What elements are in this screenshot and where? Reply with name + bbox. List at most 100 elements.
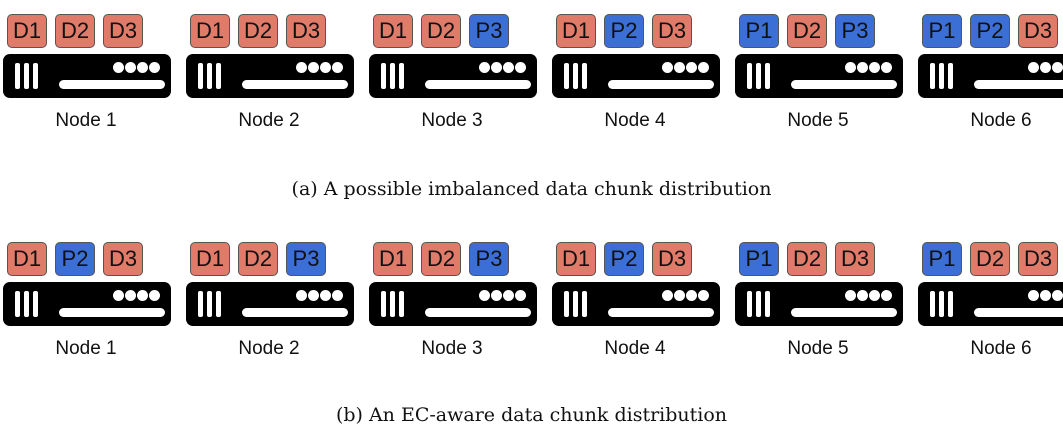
status-light-icon: [491, 62, 502, 73]
status-light-icon: [881, 62, 892, 73]
status-light-icon: [857, 290, 868, 301]
drive-bay: [948, 63, 953, 89]
drive-bay: [399, 291, 404, 317]
drive-slot-icon: [242, 308, 348, 317]
drive-bay: [747, 291, 752, 317]
status-light-icon: [113, 62, 124, 73]
drive-bay: [390, 63, 395, 89]
server-icon: [186, 282, 354, 326]
server-icon: [186, 54, 354, 98]
server-icon: [552, 54, 720, 98]
drive-bay: [573, 291, 578, 317]
drive-bay: [399, 63, 404, 89]
status-light-icon: [686, 290, 697, 301]
server-icon: [552, 282, 720, 326]
node-label: Node 3: [421, 338, 483, 359]
status-light-icon: [845, 290, 856, 301]
parity-chunk: P2: [604, 242, 644, 276]
drive-bay: [207, 63, 212, 89]
parity-chunk: P1: [739, 14, 779, 48]
status-light-icon: [515, 62, 526, 73]
status-light-icon: [308, 62, 319, 73]
drive-bay: [381, 63, 386, 89]
node-label: Node 1: [55, 338, 117, 359]
node-label: Node 6: [970, 338, 1032, 359]
server-icon: [918, 54, 1063, 98]
status-light-icon: [296, 62, 307, 73]
server-icon: [3, 54, 171, 98]
drive-bay: [216, 291, 221, 317]
status-light-icon: [845, 62, 856, 73]
drive-bay: [939, 291, 944, 317]
node-label: Node 5: [787, 338, 849, 359]
status-light-icon: [308, 290, 319, 301]
status-light-icon: [479, 62, 490, 73]
drive-bay: [582, 291, 587, 317]
status-light-icon: [503, 290, 514, 301]
status-light-icon: [857, 62, 868, 73]
status-light-icon: [137, 62, 148, 73]
data-chunk: D2: [787, 14, 827, 48]
node-label: Node 2: [238, 338, 300, 359]
data-chunk: D3: [103, 14, 143, 48]
data-chunk: D2: [787, 242, 827, 276]
status-light-icon: [491, 290, 502, 301]
data-chunk: D2: [970, 242, 1010, 276]
status-light-icon: [662, 62, 673, 73]
server-icon: [3, 282, 171, 326]
parity-chunk: P3: [469, 242, 509, 276]
data-chunk: D3: [1018, 14, 1058, 48]
drive-bay: [756, 291, 761, 317]
drive-bay: [381, 291, 386, 317]
drive-slot-icon: [59, 308, 165, 317]
status-light-icon: [686, 62, 697, 73]
node-label: Node 5: [787, 110, 849, 131]
server-icon: [735, 54, 903, 98]
drive-slot-icon: [59, 80, 165, 89]
parity-chunk: P1: [922, 14, 962, 48]
node-label: Node 1: [55, 110, 117, 131]
server-icon: [369, 282, 537, 326]
parity-chunk: P2: [970, 14, 1010, 48]
data-chunk: D3: [1018, 242, 1058, 276]
data-chunk: D1: [7, 242, 47, 276]
parity-chunk: P1: [739, 242, 779, 276]
status-light-icon: [125, 290, 136, 301]
drive-bay: [198, 291, 203, 317]
drive-bay: [15, 63, 20, 89]
drive-bay: [33, 291, 38, 317]
status-light-icon: [515, 290, 526, 301]
status-light-icon: [332, 290, 343, 301]
data-chunk: D2: [55, 14, 95, 48]
parity-chunk: P3: [835, 14, 875, 48]
drive-slot-icon: [242, 80, 348, 89]
node-label: Node 4: [604, 110, 666, 131]
node-label: Node 2: [238, 110, 300, 131]
node-label: Node 3: [421, 110, 483, 131]
drive-bay: [24, 291, 29, 317]
drive-slot-icon: [608, 308, 714, 317]
status-light-icon: [1040, 62, 1051, 73]
caption: (a) A possible imbalanced data chunk dis…: [291, 178, 772, 200]
status-light-icon: [320, 62, 331, 73]
status-light-icon: [698, 290, 709, 301]
status-light-icon: [1052, 62, 1063, 73]
node-label: Node 6: [970, 110, 1032, 131]
drive-slot-icon: [791, 80, 897, 89]
status-light-icon: [1028, 290, 1039, 301]
status-light-icon: [125, 62, 136, 73]
server-icon: [735, 282, 903, 326]
drive-bay: [33, 63, 38, 89]
status-light-icon: [149, 62, 160, 73]
data-chunk: D2: [421, 242, 461, 276]
caption: (b) An EC-aware data chunk distribution: [335, 404, 728, 426]
status-light-icon: [674, 290, 685, 301]
drive-bay: [564, 291, 569, 317]
parity-chunk: P3: [286, 242, 326, 276]
status-light-icon: [1040, 290, 1051, 301]
drive-bay: [765, 63, 770, 89]
status-light-icon: [698, 62, 709, 73]
drive-bay: [573, 63, 578, 89]
data-chunk: D1: [373, 14, 413, 48]
